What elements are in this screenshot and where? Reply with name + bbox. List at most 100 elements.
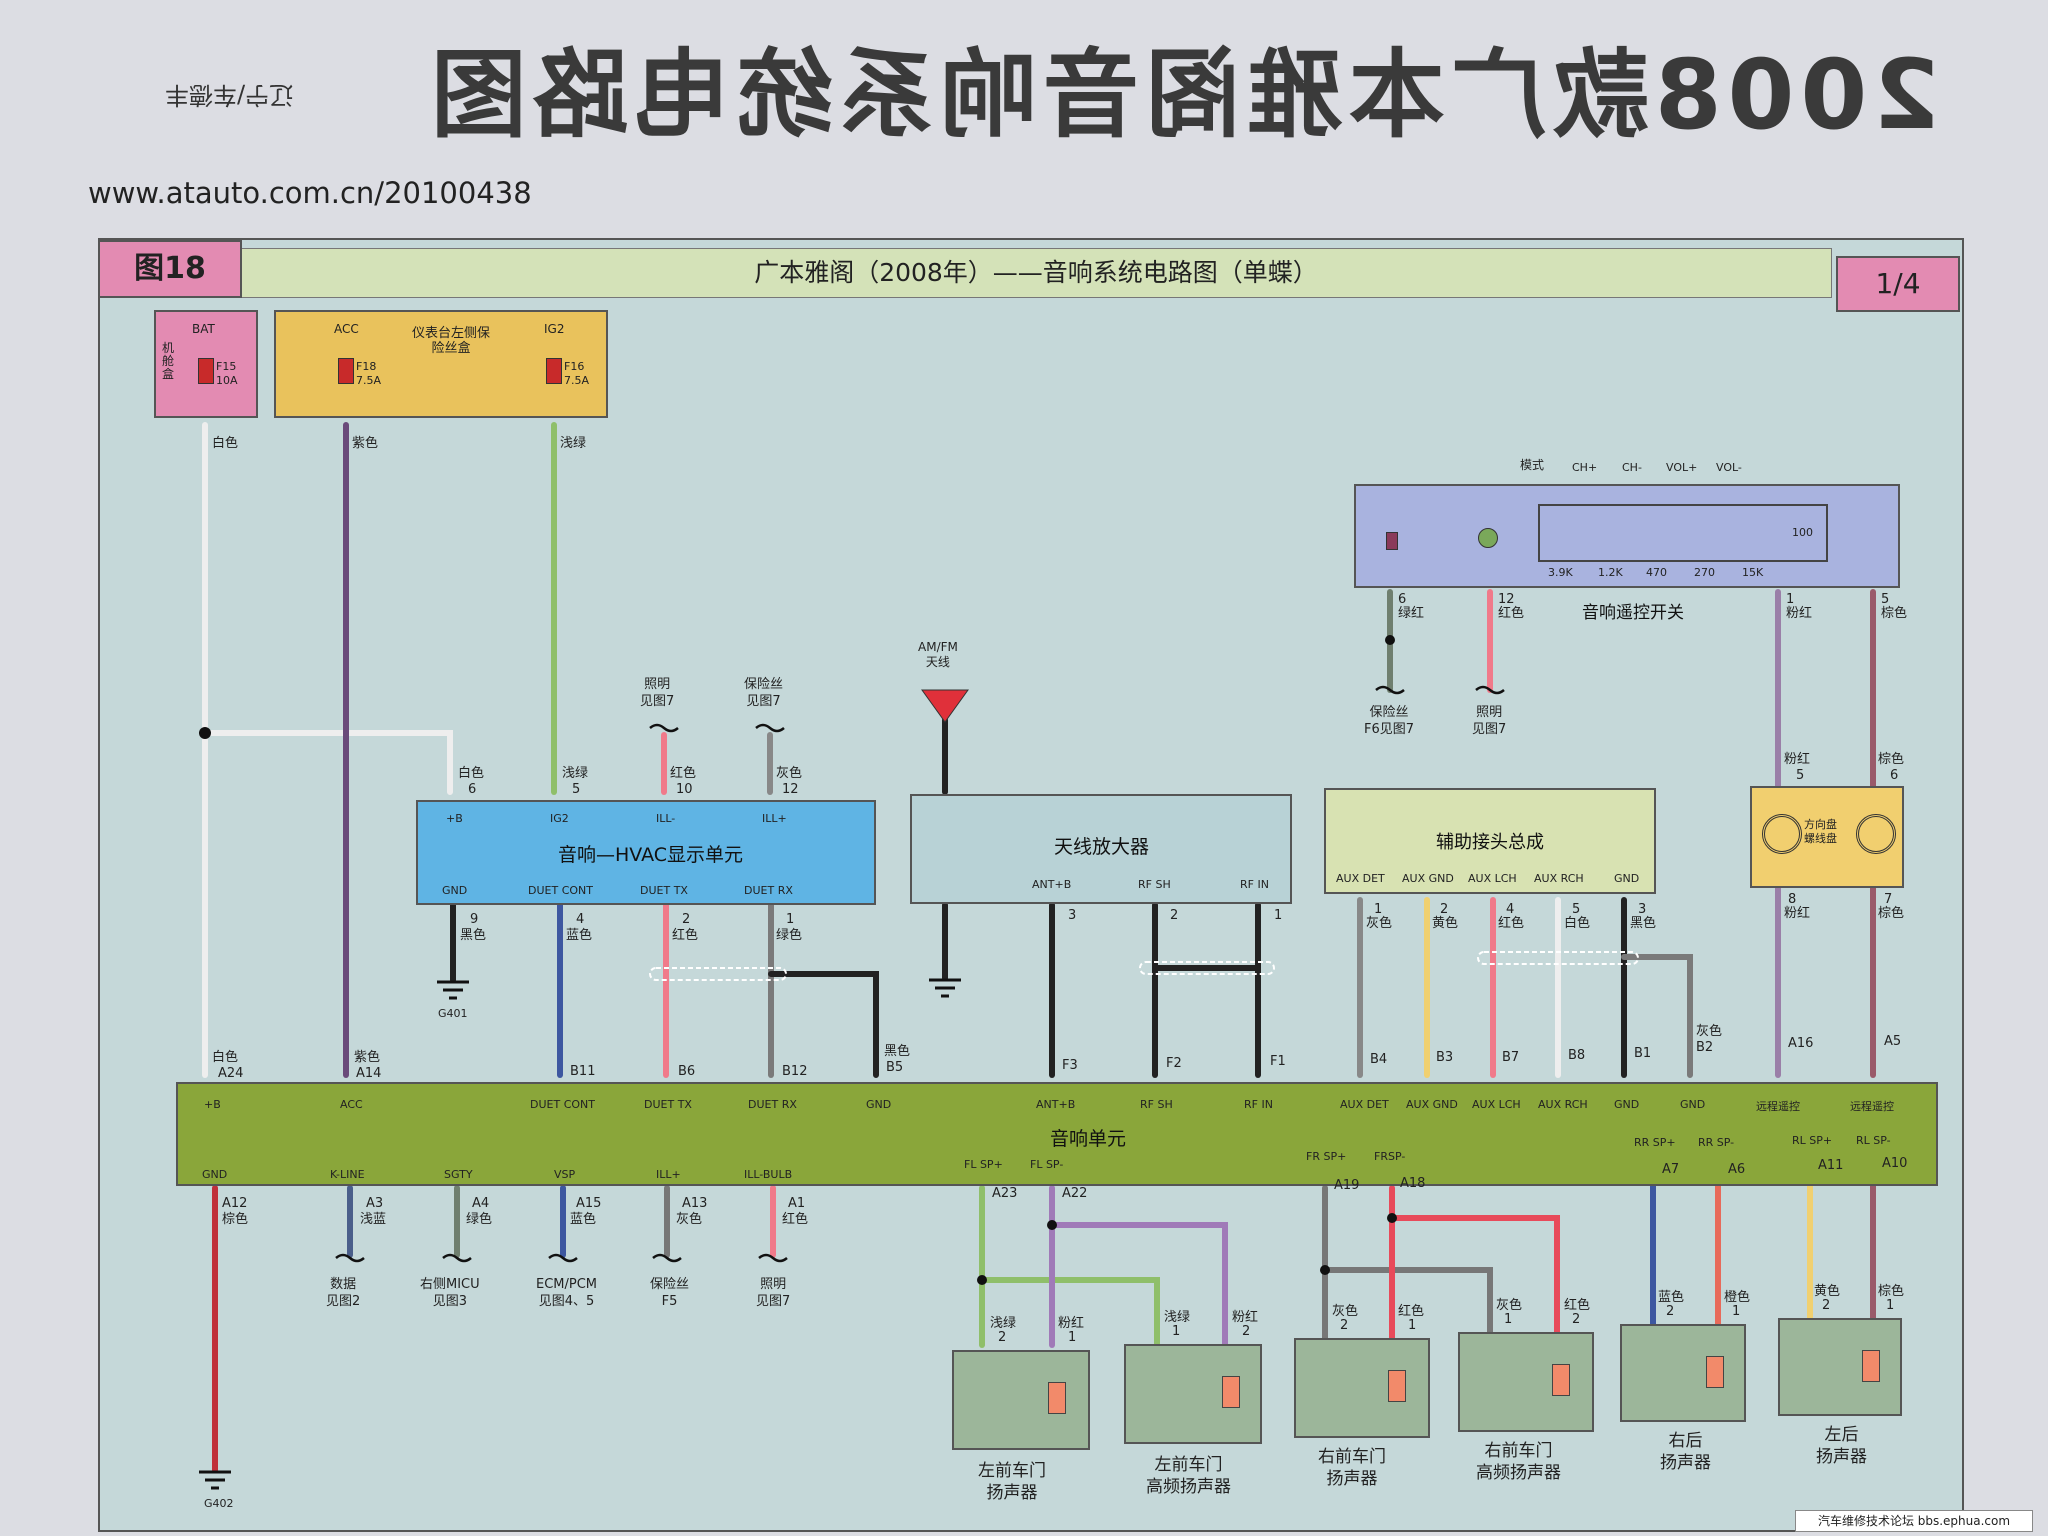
fuse-f16-id: F16 bbox=[564, 360, 585, 373]
ref-ecm: ECM/PCM 见图4、5 bbox=[536, 1277, 598, 1309]
au-label-aux-rch: AUX RCH bbox=[1538, 1098, 1588, 1111]
spk0-pin1-num: 1 bbox=[1068, 1330, 1077, 1345]
au-label-ill-bulb: ILL-BULB bbox=[744, 1168, 793, 1181]
au-pin-b5: B5 bbox=[886, 1060, 904, 1075]
au-label-duet-tx: DUET TX bbox=[644, 1098, 692, 1111]
remote-voldown-label: VOL- bbox=[1716, 461, 1742, 474]
aux-pin-gnd2: GND bbox=[1614, 872, 1640, 885]
ig2-wire-color: 浅绿 bbox=[560, 436, 587, 451]
spk1-pin2-color: 粉红 bbox=[1232, 1310, 1259, 1325]
aux-pin-lch: AUX LCH bbox=[1468, 872, 1517, 885]
tweeter-icon bbox=[1222, 1376, 1240, 1408]
spk3-pin2-num: 2 bbox=[1572, 1312, 1581, 1327]
aux-pin5-color: 白色 bbox=[1564, 916, 1591, 931]
au-label-vsp: VSP bbox=[554, 1168, 576, 1181]
spk5-pin1-num: 1 bbox=[1886, 1298, 1895, 1313]
aux-pin-rch: AUX RCH bbox=[1534, 872, 1584, 885]
au-label-gnd-b1: GND bbox=[1614, 1098, 1640, 1111]
tweeter-icon bbox=[1552, 1364, 1570, 1396]
junction-fl-minus bbox=[1047, 1220, 1057, 1230]
wire-aux-shield bbox=[1621, 954, 1693, 1078]
acc-wire-color: 紫色 bbox=[352, 436, 379, 451]
hvac-fuse-ref: 保险丝 见图7 bbox=[744, 677, 784, 709]
au-label-b: +B bbox=[204, 1098, 221, 1111]
spk2-box bbox=[1294, 1338, 1430, 1438]
hvac-pin-duet-rx: DUET RX bbox=[744, 884, 793, 897]
junction-fr-minus bbox=[1387, 1213, 1397, 1223]
hvac-title: 音响—HVAC显示单元 bbox=[558, 844, 743, 866]
spk2-pin1-num: 1 bbox=[1408, 1318, 1417, 1333]
spk4-pin1-color: 橙色 bbox=[1724, 1290, 1751, 1305]
au-label-rf-sh: RF SH bbox=[1140, 1098, 1173, 1111]
au-pin-a19: A19 bbox=[1334, 1178, 1360, 1193]
au-pin-a15: A15 bbox=[576, 1196, 602, 1211]
dash-fuse-box: ACC IG2 仪表台左侧保险丝盒 F18 7.5A F16 7.5A bbox=[274, 310, 608, 418]
spring-pin7-color: 棕色 bbox=[1878, 906, 1905, 921]
ground-symbol-amp bbox=[929, 978, 961, 998]
au-pin-b6: B6 bbox=[678, 1064, 696, 1079]
fuse-f18-id: F18 bbox=[356, 360, 377, 373]
au-label-rl-minus: RL SP- bbox=[1856, 1134, 1891, 1147]
spk4-pin1-num: 1 bbox=[1732, 1304, 1741, 1319]
clock-spring-title: 方向盘 螺线盘 bbox=[1804, 818, 1837, 845]
hvac-pin9-num: 9 bbox=[470, 912, 479, 927]
spk1-box bbox=[1124, 1344, 1262, 1444]
remote-led-icon bbox=[1386, 532, 1398, 550]
spk0-pin1-color: 粉红 bbox=[1058, 1316, 1085, 1331]
spk0-pin2-num: 2 bbox=[998, 1330, 1007, 1345]
au-pin-a1: A1 bbox=[788, 1196, 806, 1211]
wire-fr-plus-tw bbox=[1322, 1267, 1493, 1343]
au-pin-a12: A12 bbox=[222, 1196, 248, 1211]
aux-pin2-num: 2 bbox=[1440, 902, 1449, 917]
amp-pin1-num: 1 bbox=[1274, 908, 1283, 923]
au-pin-a5: A5 bbox=[1884, 1034, 1902, 1049]
amp-pin3-num: 3 bbox=[1068, 908, 1077, 923]
hvac-pin10-color: 红色 bbox=[670, 766, 697, 781]
spk2-pin2-num: 2 bbox=[1340, 1318, 1349, 1333]
spk3-name: 右前车门 高频扬声器 bbox=[1476, 1441, 1561, 1483]
hvac-pin-gnd: GND bbox=[442, 884, 468, 897]
spk3-pin1-num: 1 bbox=[1504, 1312, 1513, 1327]
wire-fl-plus-tw bbox=[979, 1277, 1160, 1348]
au-label-rr-plus: RR SP+ bbox=[1634, 1136, 1676, 1149]
amp-pin-ant-b: ANT+B bbox=[1032, 878, 1072, 891]
shield-rf bbox=[1139, 961, 1275, 975]
hvac-pin5-num: 5 bbox=[572, 782, 581, 797]
au-pin-b4: B4 bbox=[1370, 1052, 1388, 1067]
au-pin-a24: A24 bbox=[218, 1066, 244, 1081]
junction-remote-6 bbox=[1385, 635, 1395, 645]
figure-number: 图18 bbox=[98, 240, 242, 298]
au-label-remote-1: 远程遥控 bbox=[1756, 1100, 1800, 1113]
au-label-fl-plus: FL SP+ bbox=[964, 1158, 1003, 1171]
hvac-pin-ig2: IG2 bbox=[550, 812, 569, 825]
hvac-pin12-color: 灰色 bbox=[776, 766, 803, 781]
resistor-15k: 15K bbox=[1742, 566, 1764, 579]
shield-duet bbox=[649, 967, 787, 981]
speaker-icon bbox=[1388, 1370, 1406, 1402]
amp-pin-rf-sh: RF SH bbox=[1138, 878, 1171, 891]
hvac-pin4-color: 蓝色 bbox=[566, 928, 593, 943]
spk4-pin2-color: 蓝色 bbox=[1658, 1290, 1685, 1305]
au-pin-a6: A6 bbox=[1728, 1162, 1746, 1177]
spk2-name: 右前车门 扬声器 bbox=[1318, 1447, 1386, 1489]
au-pin-a4: A4 bbox=[472, 1196, 490, 1211]
remote-title: 音响遥控开关 bbox=[1582, 603, 1684, 623]
au-pin-b7: B7 bbox=[1502, 1050, 1520, 1065]
hvac-pin-b: +B bbox=[446, 812, 463, 825]
hvac-pin6-num: 6 bbox=[468, 782, 477, 797]
aux-connector: 辅助接头总成 AUX DET AUX GND AUX LCH AUX RCH G… bbox=[1324, 788, 1656, 894]
aux-pin1-color: 灰色 bbox=[1366, 916, 1393, 931]
au-pin-b12: B12 bbox=[782, 1064, 808, 1079]
ground-symbol-g402 bbox=[199, 1470, 231, 1490]
engine-fuse-box: BAT 机舱盒 F15 10A bbox=[154, 310, 258, 418]
au-label-rl-plus: RL SP+ bbox=[1792, 1134, 1833, 1147]
junction-fr-plus bbox=[1320, 1265, 1330, 1275]
ref-fuse-f5: 保险丝 F5 bbox=[650, 1277, 690, 1309]
au-label-aux-gnd: AUX GND bbox=[1406, 1098, 1458, 1111]
au-label-gnd-b2: GND bbox=[1680, 1098, 1706, 1111]
spk0-name: 左前车门 扬声器 bbox=[978, 1461, 1046, 1503]
au-pin-a11: A11 bbox=[1818, 1158, 1844, 1173]
aux-title: 辅助接头总成 bbox=[1436, 832, 1544, 853]
spk1-pin1-color: 浅绿 bbox=[1164, 1310, 1191, 1325]
remote-switch-ladder bbox=[1538, 504, 1828, 562]
